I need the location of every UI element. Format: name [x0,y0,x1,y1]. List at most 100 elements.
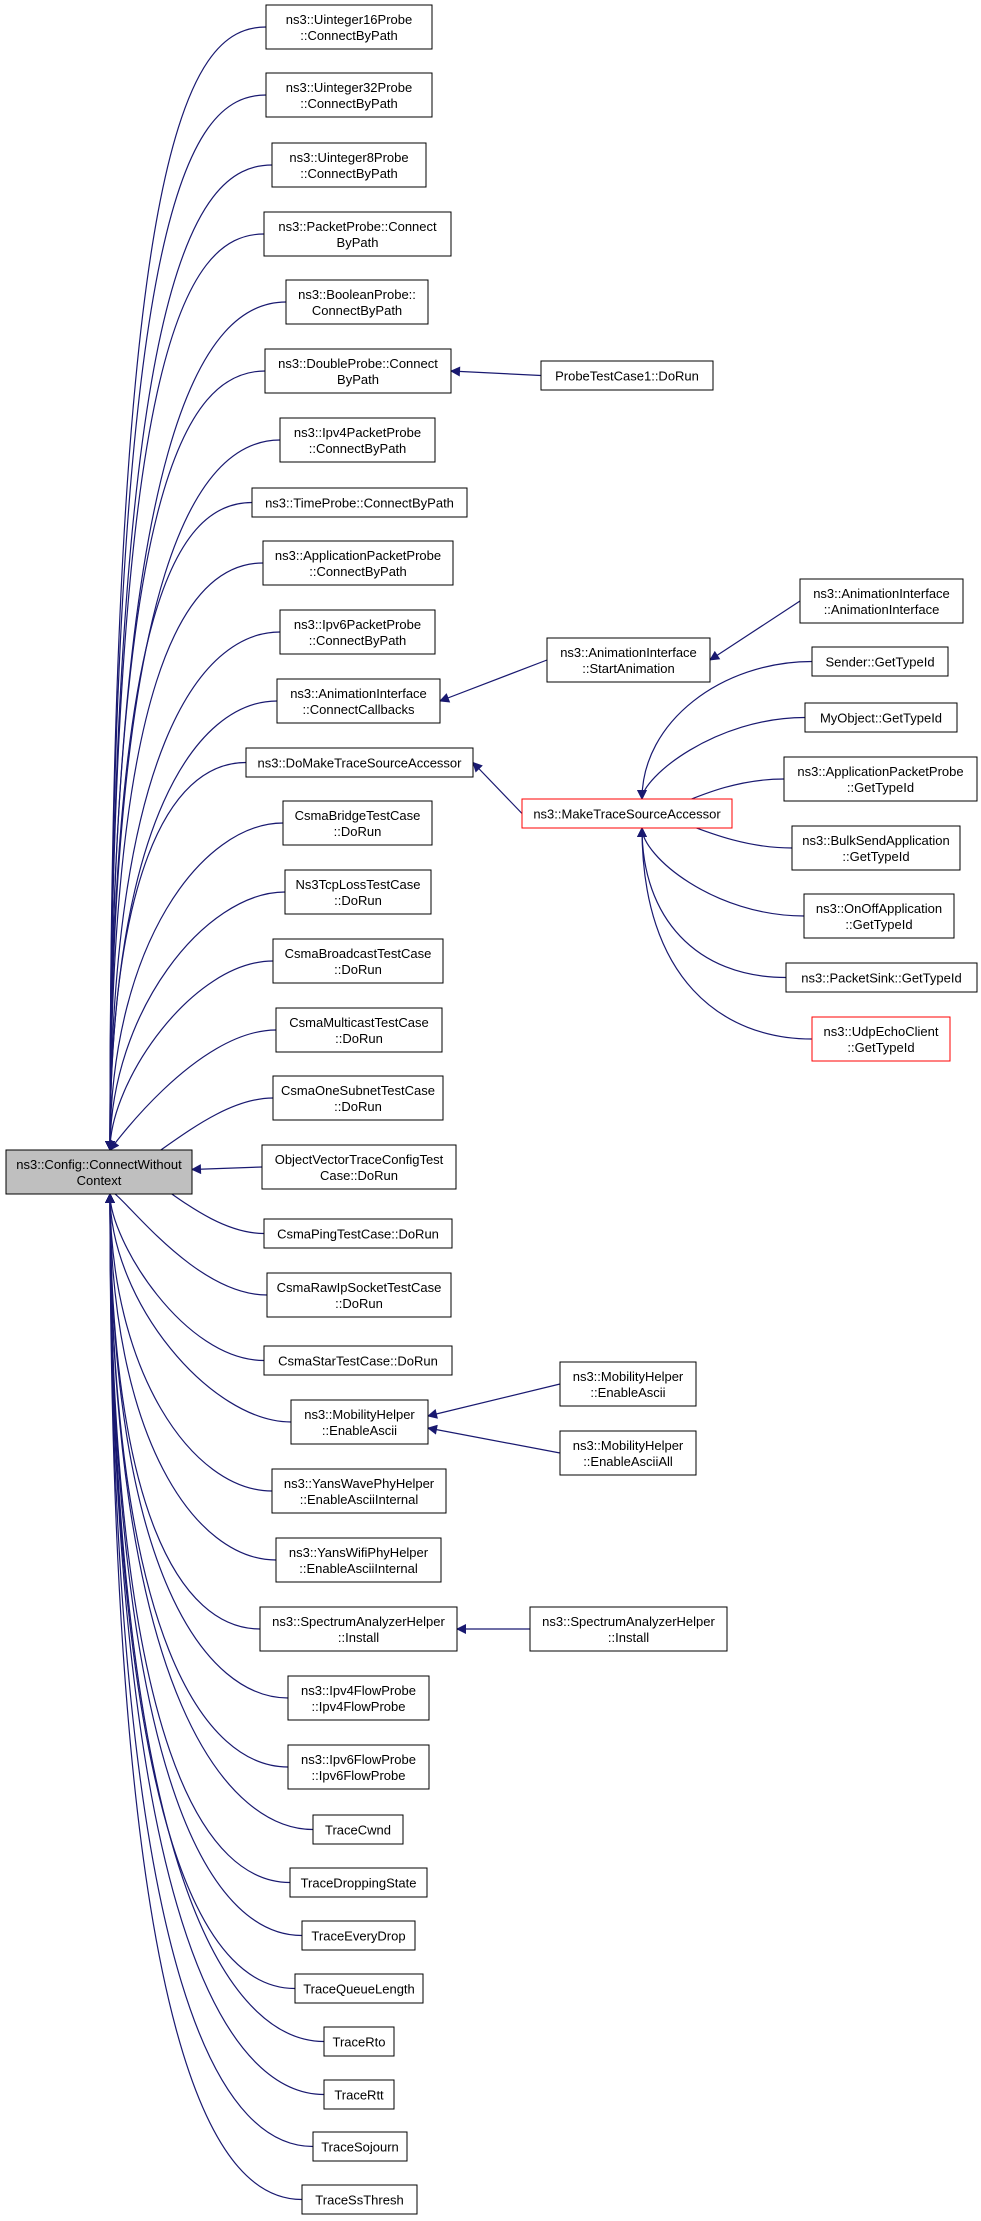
node-box [289,1867,428,1898]
node-box [272,1075,444,1121]
node-ns3-spectrumanalyzerhelper-install[interactable]: ns3::SpectrumAnalyzerHelper::Install [529,1606,728,1652]
node-ns3-yanswifiphyhelper-enableasciiinternal[interactable]: ns3::YansWifiPhyHelper::EnableAsciiInter… [275,1537,442,1583]
edge-n22-to-root [105,1193,292,1423]
node-label-line: ns3::MobilityHelper [573,1438,684,1453]
node-label-line: ns3::BulkSendApplication [802,833,949,848]
edge-n30-to-root [105,1193,303,1937]
node-ns3-domaketracesourceaccessor[interactable]: ns3::DoMakeTraceSourceAccessor [245,747,474,778]
node-csmapingtestcase-dorun[interactable]: CsmaPingTestCase::DoRun [263,1218,453,1249]
node-ns3-maketracesourceaccessor[interactable]: ns3::MakeTraceSourceAccessor [521,798,733,829]
node-label-line: ns3::Uinteger32Probe [286,80,412,95]
edge-n35-to-root [105,1193,303,2201]
node-tracecwnd[interactable]: TraceCwnd [312,1814,404,1845]
node-box [263,1218,453,1249]
node-box [799,578,964,624]
node-label-line: ::DoRun [334,893,382,908]
node-tracequeuelength[interactable]: TraceQueueLength [294,1973,424,2004]
node-label-line: CsmaMulticastTestCase [289,1015,428,1030]
node-label-line: CsmaBroadcastTestCase [285,946,432,961]
node-label-line: ns3::Config::ConnectWithout [16,1157,182,1172]
node-ns3-spectrumanalyzerhelper-install[interactable]: ns3::SpectrumAnalyzerHelper::Install [259,1606,458,1652]
node-box [312,2131,408,2162]
node-ns3-timeprobe-connectbypath[interactable]: ns3::TimeProbe::ConnectByPath [251,487,468,518]
node-ns3tcplosstestcase-dorun[interactable]: Ns3TcpLossTestCase::DoRun [284,869,432,915]
node-label-line: ns3::ApplicationPacketProbe [797,764,963,779]
node-ns3-ipv4packetprobe-connectbypath[interactable]: ns3::Ipv4PacketProbe::ConnectByPath [279,417,436,463]
node-box [265,4,433,50]
node-box [262,540,454,586]
node-csmarawipsockettestcase-dorun[interactable]: CsmaRawIpSocketTestCase::DoRun [266,1272,452,1318]
node-ns3-animationinterface-startanimation[interactable]: ns3::AnimationInterface::StartAnimation [546,637,711,683]
node-label-line: ns3::Ipv4FlowProbe [301,1683,416,1698]
node-box [529,1606,728,1652]
edge-m-to-n12 [472,761,523,814]
node-ns3-uinteger8probe-connectbypath[interactable]: ns3::Uinteger8Probe::ConnectByPath [271,142,427,188]
node-ns3-applicationpacketprobe-gettypeid[interactable]: ns3::ApplicationPacketProbe::GetTypeId [783,756,978,802]
node-csmamulticasttestcase-dorun[interactable]: CsmaMulticastTestCase::DoRun [275,1007,443,1053]
node-label-line: ns3::PacketProbe::Connect [278,219,437,234]
node-label-line: TraceRto [333,2035,386,2050]
node-ns3-packetsink-gettypeid[interactable]: ns3::PacketSink::GetTypeId [785,962,978,993]
node-ns3-ipv6packetprobe-connectbypath[interactable]: ns3::Ipv6PacketProbe::ConnectByPath [279,609,436,655]
node-tracertt[interactable]: TraceRtt [323,2079,395,2110]
node-label-line: ns3::OnOffApplication [816,901,942,916]
node-box [301,2184,418,2215]
edge-n33-to-root [105,1193,325,2096]
node-label-line: Context [77,1173,122,1188]
node-label-line: ::Ipv6FlowProbe [312,1768,406,1783]
node-label-line: ::EnableAscii [590,1385,665,1400]
edge-n1-to-root [105,26,267,1151]
node-csmastartestcase-dorun[interactable]: CsmaStarTestCase::DoRun [263,1345,453,1376]
node-ns3-mobilityhelper-enableascii[interactable]: ns3::MobilityHelper::EnableAscii [559,1361,697,1407]
node-traceeverydrop[interactable]: TraceEveryDrop [301,1920,416,1951]
node-ns3-uinteger16probe-connectbypath[interactable]: ns3::Uinteger16Probe::ConnectByPath [265,4,433,50]
node-sender-gettypeid[interactable]: Sender::GetTypeId [811,646,949,677]
node-label-line: ns3::SpectrumAnalyzerHelper [272,1614,445,1629]
node-csmaonesubnettestcase-dorun[interactable]: CsmaOneSubnetTestCase::DoRun [272,1075,444,1121]
node-box [540,360,714,391]
node-ns3-applicationpacketprobe-connectbypath[interactable]: ns3::ApplicationPacketProbe::ConnectByPa… [262,540,454,586]
node-ns3-packetprobe-connect-bypath[interactable]: ns3::PacketProbe::ConnectByPath [263,211,452,257]
node-tracesojourn[interactable]: TraceSojourn [312,2131,408,2162]
node-ns3-uinteger32probe-connectbypath[interactable]: ns3::Uinteger32Probe::ConnectByPath [265,72,433,118]
node-box [263,1345,453,1376]
node-label-line: ::ConnectByPath [300,28,398,43]
node-tracessthresh[interactable]: TraceSsThresh [301,2184,418,2215]
node-tracerto[interactable]: TraceRto [323,2026,395,2057]
node-label-line: ::ConnectByPath [309,564,407,579]
edge-c5-to-n22 [427,1424,561,1454]
node-box [294,1973,424,2004]
edge-m7-to-m [637,827,813,1040]
node-label-line: ns3::PacketSink::GetTypeId [801,971,961,986]
node-box [559,1430,697,1476]
node-probetestcase1-dorun[interactable]: ProbeTestCase1::DoRun [540,360,714,391]
node-label-line: TraceQueueLength [303,1982,415,1997]
edge-n10-to-root [105,631,281,1151]
node-ns3-udpechoclient-gettypeid[interactable]: ns3::UdpEchoClient::GetTypeId [811,1016,951,1062]
edge-n16-to-root [109,1029,277,1151]
node-label-line: ByPath [337,372,379,387]
node-ns3-bulksendapplication-gettypeid[interactable]: ns3::BulkSendApplication::GetTypeId [791,825,961,871]
node-ns3-booleanprobe-connectbypath[interactable]: ns3::BooleanProbe::ConnectByPath [285,279,429,325]
node-label-line: Sender::GetTypeId [825,655,934,670]
node-ns3-onoffapplication-gettypeid[interactable]: ns3::OnOffApplication::GetTypeId [803,893,955,939]
edge-c2-to-n11 [439,659,548,703]
edge-c1-to-n6 [450,366,542,377]
node-label-line: ::StartAnimation [582,661,675,676]
node-csmabridgetestcase-dorun[interactable]: CsmaBridgeTestCase::DoRun [282,800,433,846]
node-ns3-mobilityhelper-enableasciiall[interactable]: ns3::MobilityHelper::EnableAsciiAll [559,1430,697,1476]
node-ns3-animationinterface-connectcallbacks[interactable]: ns3::AnimationInterface::ConnectCallback… [276,678,441,724]
node-label-line: ns3::DoubleProbe::Connect [278,356,438,371]
node-tracedroppingstate[interactable]: TraceDroppingState [289,1867,428,1898]
node-ns3-yanswavephyhelper-enableasciiinternal[interactable]: ns3::YansWavePhyHelper::EnableAsciiInter… [271,1468,447,1514]
node-csmabroadcasttestcase-dorun[interactable]: CsmaBroadcastTestCase::DoRun [272,938,444,984]
node-ns3-mobilityhelper-enableascii[interactable]: ns3::MobilityHelper::EnableAscii [290,1399,429,1445]
node-myobject-gettypeid[interactable]: MyObject::GetTypeId [804,702,958,733]
node-label-line: ::Install [608,1630,649,1645]
node-ns3-animationinterface-animationinterface[interactable]: ns3::AnimationInterface::AnimationInterf… [799,578,964,624]
node-ns3-ipv4flowprobe-ipv4flowprobe[interactable]: ns3::Ipv4FlowProbe::Ipv4FlowProbe [287,1675,430,1721]
node-ns3-ipv6flowprobe-ipv6flowprobe[interactable]: ns3::Ipv6FlowProbe::Ipv6FlowProbe [287,1744,430,1790]
node-ns3-doubleprobe-connect-bypath[interactable]: ns3::DoubleProbe::ConnectByPath [264,348,452,394]
